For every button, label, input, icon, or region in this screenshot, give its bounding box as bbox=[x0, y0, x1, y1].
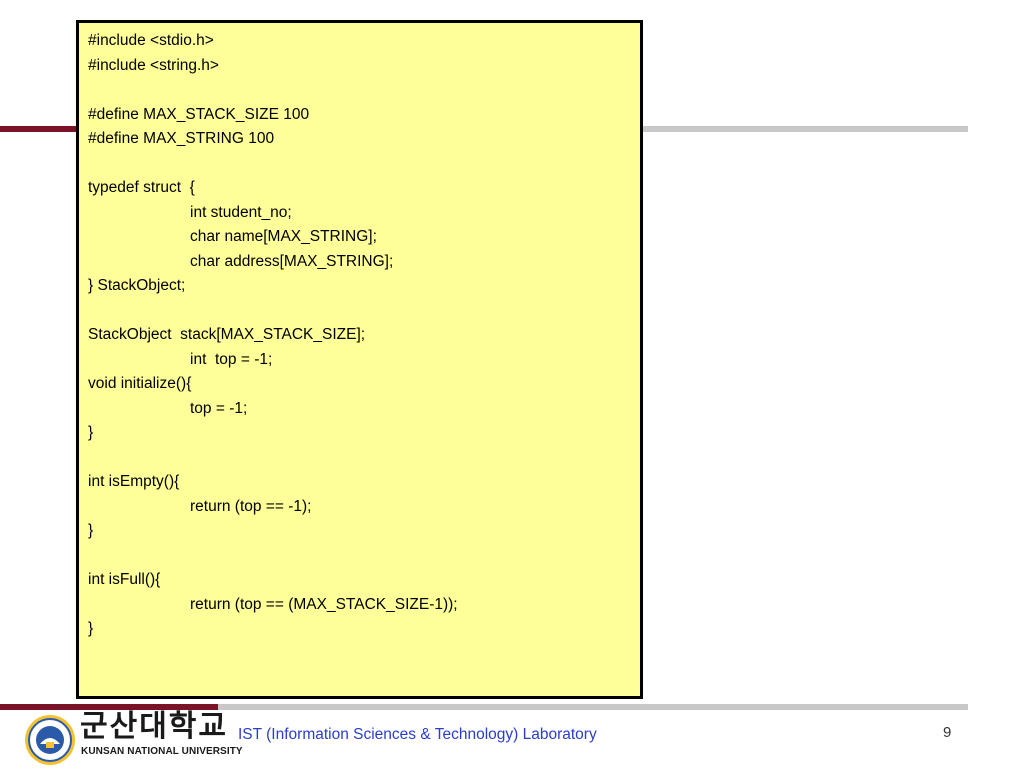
bottom-accent-bar-red bbox=[0, 704, 218, 710]
bottom-accent-bar-gray bbox=[218, 704, 968, 710]
code-line: } StackObject; bbox=[88, 277, 186, 294]
code-line: int isEmpty(){ bbox=[88, 473, 180, 490]
code-line: top = -1; bbox=[190, 399, 248, 417]
code-line: int top = -1; bbox=[190, 350, 273, 368]
footer-lab-name: IST (Information Sciences & Technology) … bbox=[238, 726, 597, 743]
code-blank-line bbox=[88, 78, 458, 103]
code-line: #define MAX_STRING 100 bbox=[88, 130, 275, 147]
university-name-english: KUNSAN NATIONAL UNIVERSITY bbox=[81, 746, 243, 757]
code-line: #include <string.h> bbox=[88, 56, 219, 74]
code-line: } bbox=[88, 424, 94, 441]
university-name-korean: 군산대학교 bbox=[80, 709, 228, 744]
page-number: 9 bbox=[943, 724, 952, 741]
code-line: int student_no; bbox=[190, 203, 292, 221]
code-line: } bbox=[88, 522, 94, 539]
code-line: StackObject stack[MAX_STACK_SIZE]; bbox=[88, 326, 366, 343]
code-blank-line bbox=[88, 544, 458, 569]
top-accent-bar-red bbox=[0, 126, 80, 132]
code-line: } bbox=[88, 620, 94, 637]
code-lines: #include <stdio.h> #include <string.h> #de… bbox=[88, 29, 458, 642]
code-line: #define MAX_STACK_SIZE 100 bbox=[88, 105, 310, 123]
university-emblem-icon bbox=[24, 714, 76, 766]
code-blank-line bbox=[88, 299, 458, 324]
code-listing-box: #include <stdio.h> #include <string.h> #de… bbox=[76, 20, 643, 699]
code-line: char name[MAX_STRING]; bbox=[190, 228, 377, 245]
code-line: #include <stdio.h> bbox=[88, 32, 214, 49]
code-blank-line bbox=[88, 446, 458, 471]
code-line: typedef struct { bbox=[88, 179, 195, 196]
code-line: char address[MAX_STRING]; bbox=[190, 252, 394, 270]
code-blank-line bbox=[88, 152, 458, 177]
code-line: return (top == -1); bbox=[190, 497, 312, 515]
code-line: void initialize(){ bbox=[88, 375, 192, 392]
code-line: return (top == (MAX_STACK_SIZE-1)); bbox=[190, 595, 458, 613]
top-accent-bar-gray bbox=[640, 126, 968, 132]
code-line: int isFull(){ bbox=[88, 571, 161, 588]
